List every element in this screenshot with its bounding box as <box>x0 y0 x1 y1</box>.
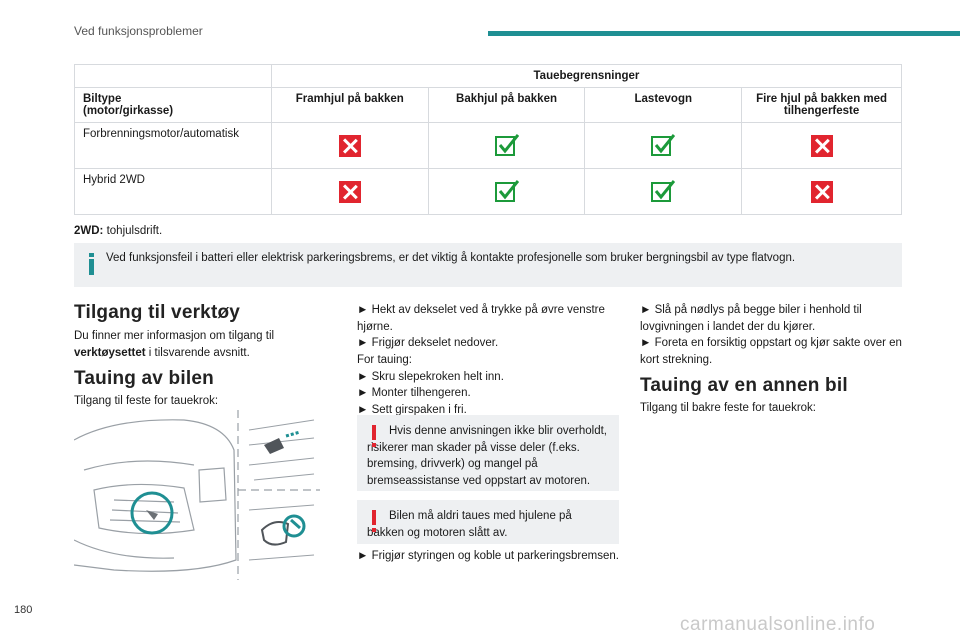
step-screw-hook: ► Skru slepekroken helt inn. <box>357 370 504 383</box>
table-column-header-row: Biltype (motor/girkasse) Framhjul på bak… <box>74 87 902 123</box>
info-text: Ved funksjonsfeil i batteri eller elektr… <box>106 252 796 264</box>
tow-other-intro: Tilgang til bakre feste for tauekrok: <box>640 402 816 414</box>
column-header-four-wheels: Fire hjul på bakken med tilhengerfeste <box>741 87 902 123</box>
info-box: Ved funksjonsfeil i batteri eller elektr… <box>74 243 902 287</box>
step-release-cover: ► Frigjør dekselet nedover. <box>357 337 499 350</box>
note-2wd: 2WD: tohjulsdrift. <box>74 225 162 237</box>
table-row: Hybrid 2WD <box>74 168 902 215</box>
column-header-vehicle-type: Biltype (motor/girkasse) <box>74 87 272 123</box>
step-hazard-lights: ► Slå på nødlys på begge biler i henhold… <box>640 304 862 333</box>
info-icon <box>89 253 94 275</box>
watermark: carmanualsonline.info <box>680 614 876 635</box>
table-empty-corner <box>74 64 272 88</box>
section-title: Ved funksjonsproblemer <box>74 24 203 38</box>
check-icon <box>494 133 519 156</box>
warning-text: Hvis denne anvisningen ikke blir overhol… <box>367 425 607 488</box>
table-group-header-row: Tauebegrensninger <box>74 64 903 88</box>
for-towing-label: For tauing: <box>357 354 412 367</box>
heading-tow-other: Tauing av en annen bil <box>640 375 848 396</box>
check-icon <box>651 133 676 156</box>
cross-icon <box>810 134 833 157</box>
check-icon <box>494 179 519 202</box>
cross-icon <box>810 180 833 203</box>
warning-box: Bilen må aldri taues med hjulene på bakk… <box>357 500 619 544</box>
step-neutral: ► Sett girspaken i fri. <box>357 404 467 417</box>
warning-box: Hvis denne anvisningen ikke blir overhol… <box>357 415 619 491</box>
note-definition: tohjulsdrift. <box>106 225 163 237</box>
heading-tools: Tilgang til verktøy <box>74 302 241 323</box>
towing-intro: Tilgang til feste for tauekrok: <box>74 395 219 407</box>
step-release-steering: ► Frigjør styringen og koble ut parkerin… <box>357 550 619 562</box>
heading-towing: Tauing av bilen <box>74 368 214 389</box>
right-steps: ► Slå på nødlys på begge biler i henhold… <box>640 302 902 369</box>
check-icon <box>651 179 676 202</box>
tools-text-before: Du finner mer informasjon om tilgang til <box>74 330 275 342</box>
cross-icon <box>338 180 361 203</box>
step-start-slowly: ► Foreta en forsiktig oppstart og kjør s… <box>640 337 902 367</box>
table-row: Forbrenningsmotor/automatisk <box>74 122 902 169</box>
row-label: Hybrid 2WD <box>74 168 272 215</box>
step-mount-trailer: ► Monter tilhengeren. <box>357 387 471 400</box>
note-term: 2WD: <box>74 225 104 237</box>
towing-restrictions-table: Tauebegrensninger Biltype (motor/girkass… <box>74 64 903 215</box>
tools-text-bold: verktøysettet <box>74 346 146 359</box>
row-label: Forbrenningsmotor/automatisk <box>74 122 272 169</box>
header-accent-bar <box>488 31 960 36</box>
tools-text-after: i tilsvarende avsnitt. <box>148 346 250 359</box>
cross-icon <box>338 134 361 157</box>
tow-hook-illustration <box>74 410 320 580</box>
tools-paragraph: Du finner mer informasjon om tilgang til… <box>74 328 320 361</box>
step-unhook-cover: ► Hekt av dekselet ved å trykke på øvre … <box>357 304 605 333</box>
warning-icon <box>372 425 376 447</box>
table-group-header: Tauebegrensninger <box>270 64 903 88</box>
middle-steps-top: ► Hekt av dekselet ved å trykke på øvre … <box>357 302 619 419</box>
warning-text: Bilen må aldri taues med hjulene på bakk… <box>367 510 572 539</box>
column-header-flatbed: Lastevogn <box>584 87 743 123</box>
page-number: 180 <box>14 604 33 616</box>
warning-icon <box>372 510 376 532</box>
column-header-front-wheels: Framhjul på bakken <box>270 87 429 123</box>
column-header-rear-wheels: Bakhjul på bakken <box>427 87 586 123</box>
